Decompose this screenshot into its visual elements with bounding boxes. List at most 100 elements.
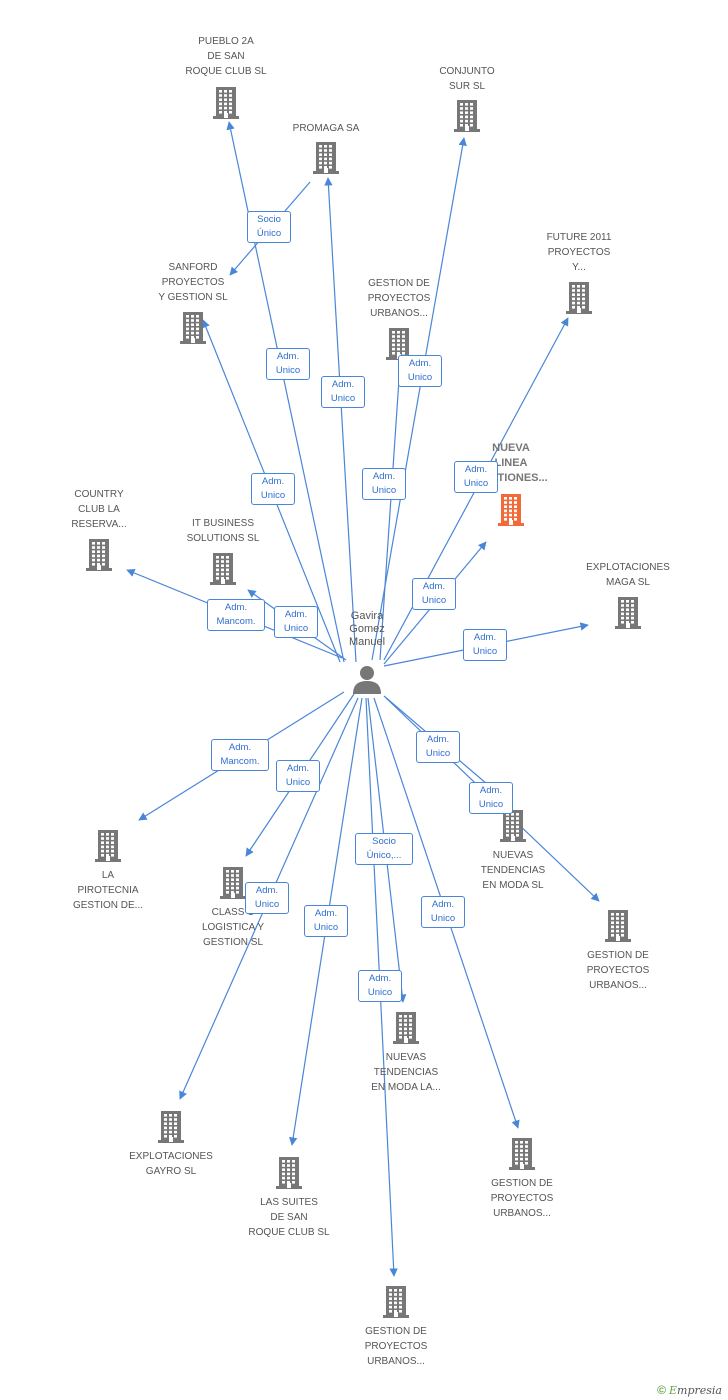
building-icon bbox=[83, 537, 115, 571]
company-name-line: LOGISTICA Y bbox=[201, 922, 265, 933]
company-name-line: RESERVA... bbox=[71, 519, 127, 530]
brand-logo: Empresia bbox=[669, 1384, 722, 1397]
person-name-line: Gomez bbox=[349, 623, 385, 635]
relation-label-line: Unico bbox=[313, 922, 339, 933]
relation-label-line: Socio bbox=[257, 214, 281, 225]
relation-label-line: Adm. bbox=[431, 899, 455, 910]
company-name-line: NUEVAS bbox=[492, 850, 534, 861]
relation-label-line: Adm. bbox=[314, 908, 338, 919]
relation-label-line: Unico bbox=[430, 913, 456, 924]
company-name-line: PROYECTOS bbox=[161, 277, 225, 288]
company-name-line: GESTION DE... bbox=[72, 900, 143, 911]
company-name-line: LA bbox=[101, 870, 115, 881]
edge-conjunto bbox=[371, 137, 467, 661]
relation-label-maga[interactable]: Adm.Unico bbox=[463, 629, 507, 661]
relation-label-line: Adm. bbox=[408, 358, 432, 369]
relation-label-pueblo[interactable]: Adm.Unico bbox=[266, 348, 310, 380]
building-icon bbox=[497, 808, 529, 842]
company-name-line: ROQUE CLUB SL bbox=[185, 66, 267, 77]
person-name-line: Manuel bbox=[348, 636, 386, 648]
company-name-line: GESTION DE bbox=[368, 278, 430, 289]
company-name: SANFORD PROYECTOS Y GESTION SL bbox=[138, 260, 248, 305]
building-icon bbox=[380, 1284, 412, 1318]
company-name-line: PROMAGA SA bbox=[292, 123, 360, 134]
relation-label-line: Adm. bbox=[422, 581, 446, 592]
relation-label-line: Único,... bbox=[366, 850, 402, 861]
relation-label-line: Adm. bbox=[261, 476, 285, 487]
company-name-line: TENDENCIAS bbox=[480, 865, 546, 876]
company-name-line: GESTION DE bbox=[491, 1178, 553, 1189]
relation-label-country[interactable]: Adm.Mancom. bbox=[207, 599, 265, 631]
company-name-line: DE SAN bbox=[270, 1212, 308, 1223]
company-name-line: SANFORD bbox=[168, 262, 218, 273]
relation-label-classc[interactable]: Adm.Unico bbox=[276, 760, 320, 792]
relation-label-line: Unico bbox=[285, 777, 311, 788]
building-icon bbox=[210, 85, 242, 119]
relation-label-line: Adm. bbox=[368, 973, 392, 984]
edge-promaga bbox=[324, 177, 357, 663]
relation-label-line: Unico bbox=[472, 646, 498, 657]
building-icon bbox=[217, 865, 249, 899]
company-name-line: EN MODA SL bbox=[482, 880, 544, 891]
relation-label-gestion_bottom[interactable]: Adm.Unico bbox=[358, 970, 402, 1002]
building-icon bbox=[451, 98, 483, 132]
company-name-line: URBANOS... bbox=[370, 308, 428, 319]
building-icon bbox=[612, 595, 644, 629]
relation-label-gestion_top[interactable]: Adm. Unico bbox=[398, 355, 442, 387]
relation-label-line: Adm. bbox=[228, 742, 252, 753]
relation-label-sanford[interactable]: Adm. Unico bbox=[251, 473, 295, 505]
relation-label-line: Adm. bbox=[372, 471, 396, 482]
company-name-line: PIROTECNIA bbox=[77, 885, 139, 896]
building-icon bbox=[177, 310, 209, 344]
company-name-line: CLASS C bbox=[211, 907, 255, 918]
company-name-line: PROYECTOS bbox=[586, 965, 650, 976]
relation-label-suites[interactable]: Adm. Unico bbox=[304, 905, 348, 937]
company-name-line: EXPLOTACIONES bbox=[586, 562, 670, 573]
company-name-line: GESTION DE bbox=[587, 950, 649, 961]
company-name-line: GAYRO SL bbox=[145, 1166, 197, 1177]
company-name-line: TENDENCIAS bbox=[373, 1067, 439, 1078]
relation-label-conjunto[interactable]: Adm.Unico bbox=[362, 468, 406, 500]
relation-label-line: Adm. bbox=[255, 885, 279, 896]
relation-label-line: Unico bbox=[407, 372, 433, 383]
relation-label-line: Unico bbox=[478, 799, 504, 810]
company-name-line: NUEVAS bbox=[385, 1052, 427, 1063]
relation-label-future[interactable]: Adm.Unico bbox=[454, 461, 498, 493]
relation-label-nuevas_moda[interactable]: Adm.Unico bbox=[416, 731, 460, 763]
relation-label-gayro[interactable]: Adm.Unico bbox=[245, 882, 289, 914]
relation-label-line: Adm. bbox=[479, 785, 503, 796]
relation-label-pirotecnia[interactable]: Adm.Mancom. bbox=[211, 739, 269, 771]
company-name: PROMAGA SA bbox=[271, 121, 381, 136]
relation-label-promaga[interactable]: Adm.Unico bbox=[321, 376, 365, 408]
person-name-line: Gavira bbox=[350, 610, 384, 622]
building-icon bbox=[506, 1136, 538, 1170]
relation-label-itbusiness[interactable]: Adm.Unico bbox=[274, 606, 318, 638]
relation-label-line: Unico bbox=[330, 393, 356, 404]
company-name-line: Y GESTION SL bbox=[158, 292, 228, 303]
company-name-line: FUTURE 2011 bbox=[546, 232, 612, 243]
company-name-line: LINEA bbox=[494, 457, 528, 469]
relation-label-line: Unico bbox=[260, 490, 286, 501]
company-name-line: Y... bbox=[572, 262, 586, 273]
building-icon bbox=[310, 140, 342, 174]
relation-label-gestion_br[interactable]: Adm. Unico bbox=[421, 896, 465, 928]
company-name-line: URBANOS... bbox=[589, 980, 647, 991]
company-name: LA PIROTECNIA GESTION DE... bbox=[53, 868, 163, 913]
relation-label-gestion_right[interactable]: Adm. Unico bbox=[469, 782, 513, 814]
relation-label-line: Unico bbox=[463, 478, 489, 489]
relation-label-nueva[interactable]: Adm.Unico bbox=[412, 578, 456, 610]
building-icon bbox=[155, 1109, 187, 1143]
